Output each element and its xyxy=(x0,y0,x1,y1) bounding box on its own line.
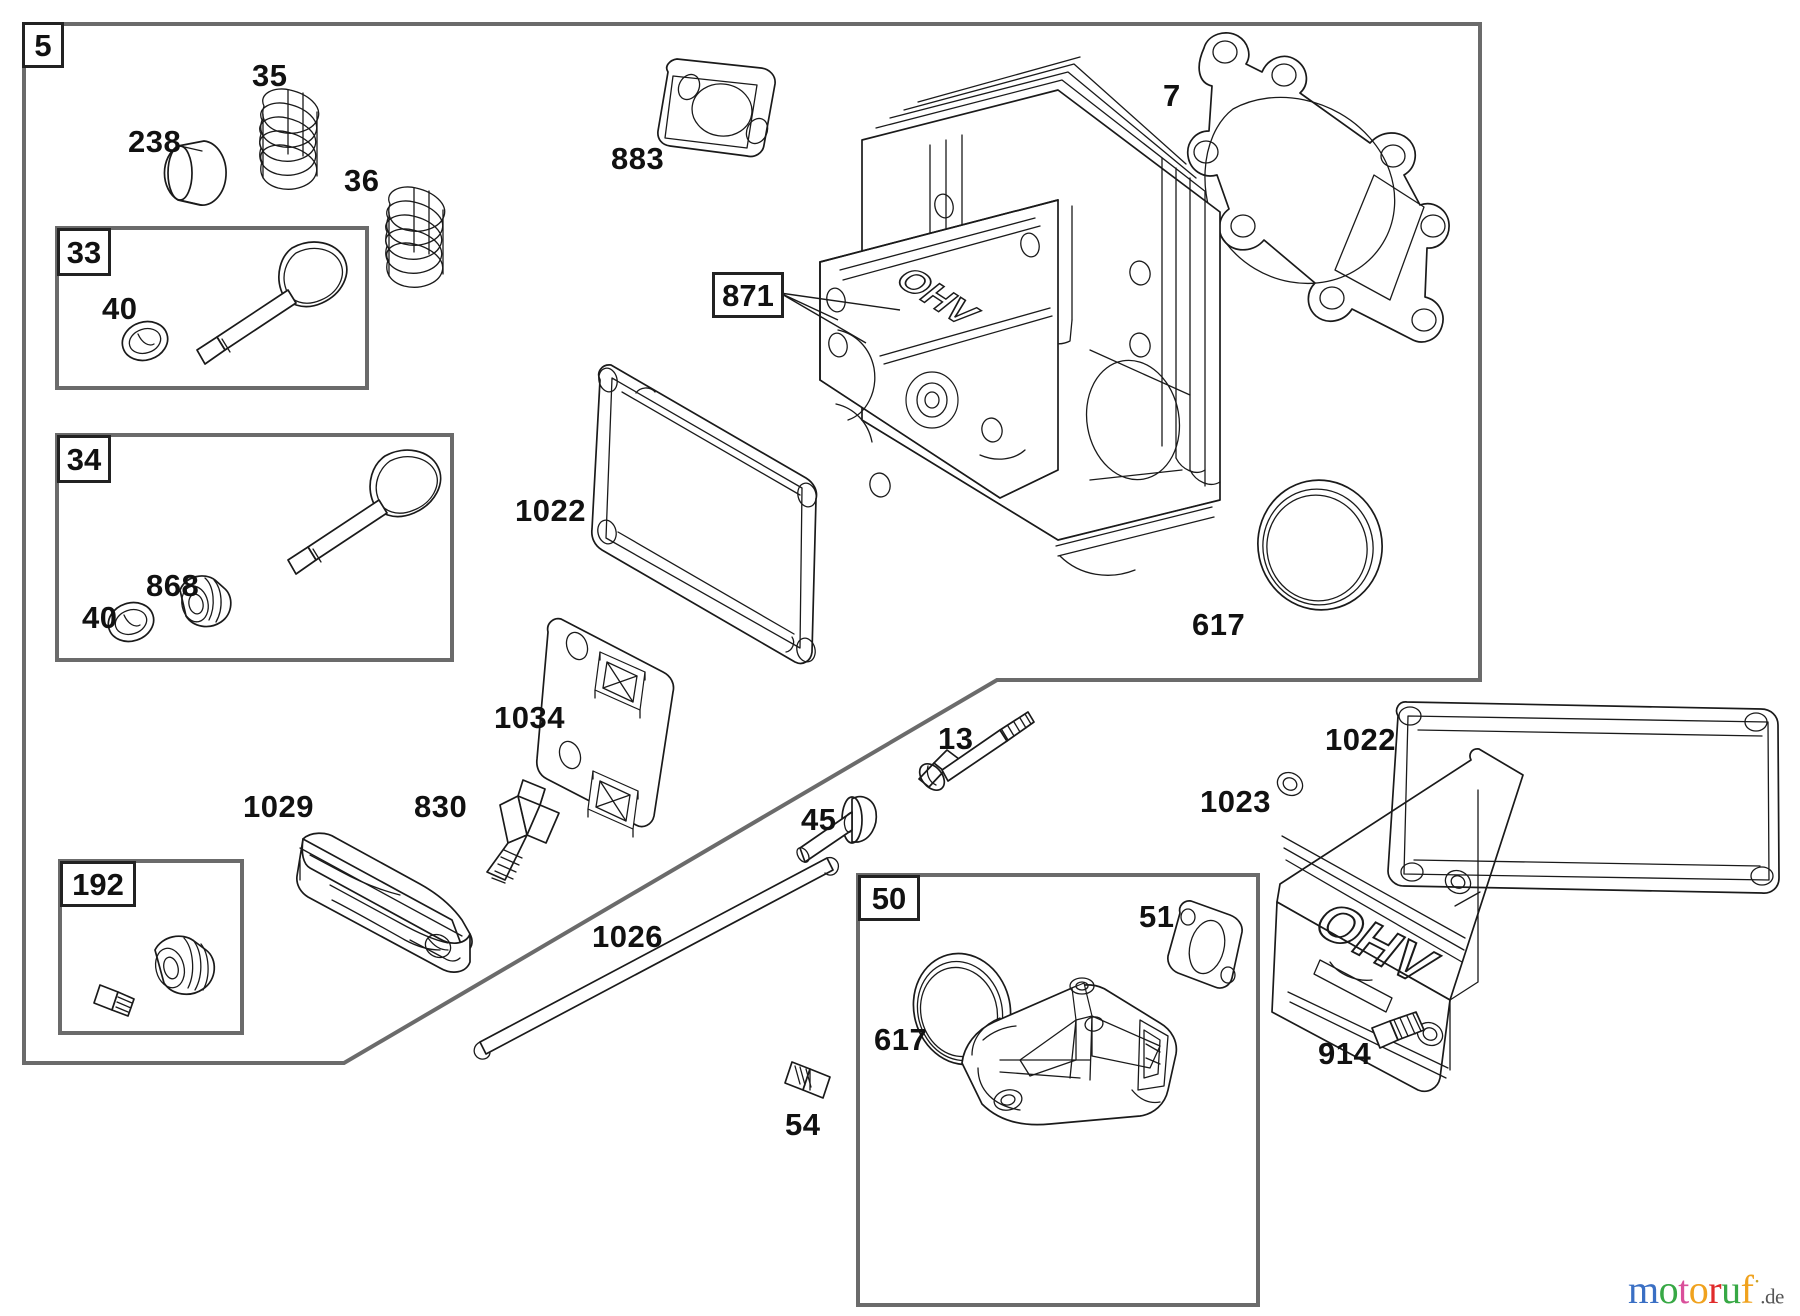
part-1029-rocker-arm xyxy=(296,832,473,973)
part-1022-valve-cover-gasket-right xyxy=(1387,701,1780,894)
part-883-carburetor-gasket xyxy=(657,58,776,158)
callout-34-boxed: 34 xyxy=(57,435,111,483)
part-914-valve-cover-screw xyxy=(1371,1011,1425,1049)
callout-33-boxed: 33 xyxy=(57,228,111,276)
panel-33-border xyxy=(55,226,369,390)
callout-36: 36 xyxy=(344,163,380,198)
callout-1029: 1029 xyxy=(243,789,314,824)
callout-50-boxed: 50 xyxy=(858,875,920,921)
callout-830: 830 xyxy=(414,789,468,824)
callout-35: 35 xyxy=(252,58,288,93)
callout-7: 7 xyxy=(1163,78,1181,113)
callout-617-manifold: 617 xyxy=(874,1022,928,1057)
part-1022-rocker-cover-gasket-left xyxy=(590,364,818,665)
part-54-manifold-screw xyxy=(784,1061,831,1099)
callout-192-boxed: 192 xyxy=(60,861,136,907)
callout-883: 883 xyxy=(611,141,665,176)
watermark-letter-4: r xyxy=(1708,1267,1722,1313)
callout-617-oring: 617 xyxy=(1192,607,1246,642)
part-868-valve-guide xyxy=(179,575,232,628)
leader-lines xyxy=(779,292,901,344)
part-51-manifold-gasket xyxy=(1167,900,1243,989)
part-238-valve-cap xyxy=(163,140,227,206)
part-36-valve-spring xyxy=(385,186,446,288)
callout-1023: 1023 xyxy=(1200,784,1271,819)
callout-1026: 1026 xyxy=(592,919,663,954)
callout-238: 238 xyxy=(128,124,182,159)
panel-34-border xyxy=(55,433,454,662)
callout-5-boxed: 5 xyxy=(22,22,64,68)
part-40-valve-seal-exhaust xyxy=(107,601,155,643)
watermark-letter-0: m xyxy=(1628,1267,1659,1313)
callout-914: 914 xyxy=(1318,1036,1372,1071)
part-35-valve-spring xyxy=(259,88,320,190)
watermark-letter-5: u xyxy=(1721,1267,1741,1313)
callout-54: 54 xyxy=(785,1107,821,1142)
part-617-o-ring xyxy=(1257,479,1383,611)
part-33-intake-valve xyxy=(196,241,348,365)
part-45-valve-tappet xyxy=(796,795,878,863)
watermark-letter-2: t xyxy=(1678,1267,1689,1313)
watermark-tld: .de xyxy=(1760,1284,1784,1309)
part-1026-push-rod xyxy=(473,856,840,1060)
panel-5-border xyxy=(22,22,1482,1065)
part-40-valve-seal-intake xyxy=(121,320,169,362)
callout-1022-right: 1022 xyxy=(1325,722,1396,757)
part-1023-valve-cover: OHV xyxy=(1271,748,1524,1093)
part-7-cylinder-head-gasket xyxy=(1186,32,1450,343)
callout-868: 868 xyxy=(146,568,200,603)
watermark-letter-1: o xyxy=(1658,1267,1679,1313)
part-830-rocker-stud xyxy=(486,779,560,884)
callout-871-boxed: 871 xyxy=(712,272,784,318)
watermark-letter-3: o xyxy=(1688,1267,1709,1313)
callout-45: 45 xyxy=(801,802,837,837)
part-13-flange-bolt xyxy=(918,711,1035,792)
watermark-dot: · xyxy=(1753,1269,1761,1294)
callout-1022-left: 1022 xyxy=(515,493,586,528)
part-871-cylinder-head: OHV xyxy=(819,56,1221,576)
callout-13: 13 xyxy=(938,721,974,756)
part-1034-rocker-bridge xyxy=(535,617,675,838)
panel-192-border xyxy=(58,859,244,1035)
callout-40-exhaust: 40 xyxy=(82,600,118,635)
watermark-letter-6: f xyxy=(1740,1267,1754,1313)
callout-51: 51 xyxy=(1139,899,1175,934)
part-192-guide-kit xyxy=(93,935,216,1017)
part-intake-manifold xyxy=(961,977,1178,1126)
motoruf-watermark: motoruf·.de xyxy=(1628,1258,1796,1312)
part-34-exhaust-valve xyxy=(287,449,442,575)
callout-1034: 1034 xyxy=(494,700,565,735)
panel-50-border xyxy=(856,873,1260,1307)
callout-40-intake: 40 xyxy=(102,291,138,326)
